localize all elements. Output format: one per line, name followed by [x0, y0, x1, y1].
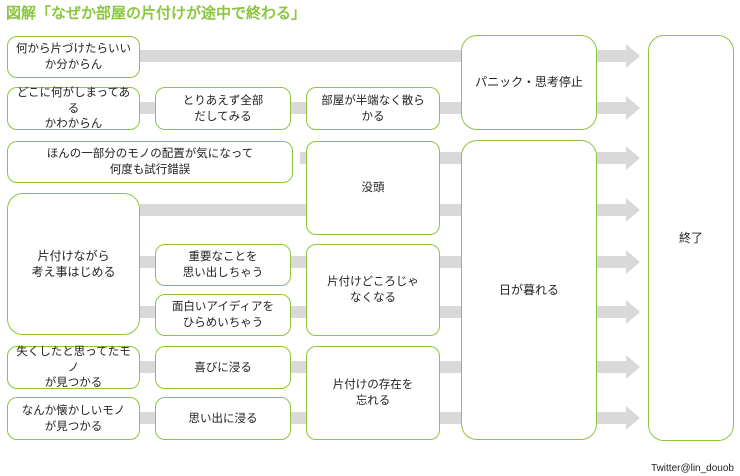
result-box-messy-room: 部屋が半端なく散ら かる	[306, 87, 440, 130]
cause-box-arrangement: ほんの一部分のモノの配置が気になって 何度も試行錯誤	[7, 141, 293, 183]
cause-box-lost-item-found: 失くしたと思ってたモノ が見つかる	[7, 344, 140, 389]
cause-box-where-to-start: 何から片づけたらいい か分からん	[7, 36, 140, 78]
diagram-title: 図解「なぜか部屋の片付けが途中で終わる」	[6, 4, 307, 22]
action-box-get-idea: 面白いアイディアを ひらめいちゃう	[155, 294, 291, 336]
action-box-enjoy: 喜びに浸る	[155, 346, 291, 389]
result-box-absorbed: 没頭	[306, 141, 440, 235]
state-box-panic: パニック・思考停止	[461, 35, 597, 130]
action-box-take-all-out: とりあえず全部 だしてみる	[155, 87, 291, 130]
cause-box-thinking: 片付けながら 考え事はじめる	[7, 193, 140, 335]
result-box-not-cleaning: 片付けどころじゃ なくなる	[306, 244, 440, 336]
state-box-sunset: 日が暮れる	[461, 140, 597, 440]
cause-box-nostalgic-item: なんか懐かしいモノ が見つかる	[7, 397, 140, 440]
cause-box-where-things-are: どこに何がしまってある かわからん	[7, 85, 140, 130]
action-box-memories: 思い出に浸る	[155, 397, 291, 440]
end-box: 終了	[648, 35, 734, 441]
twitter-credit: Twitter@lin_douob	[651, 463, 734, 474]
result-box-forget-cleaning: 片付けの存在を 忘れる	[306, 346, 440, 440]
action-box-recall-important: 重要なことを 思い出しちゃう	[155, 244, 291, 286]
